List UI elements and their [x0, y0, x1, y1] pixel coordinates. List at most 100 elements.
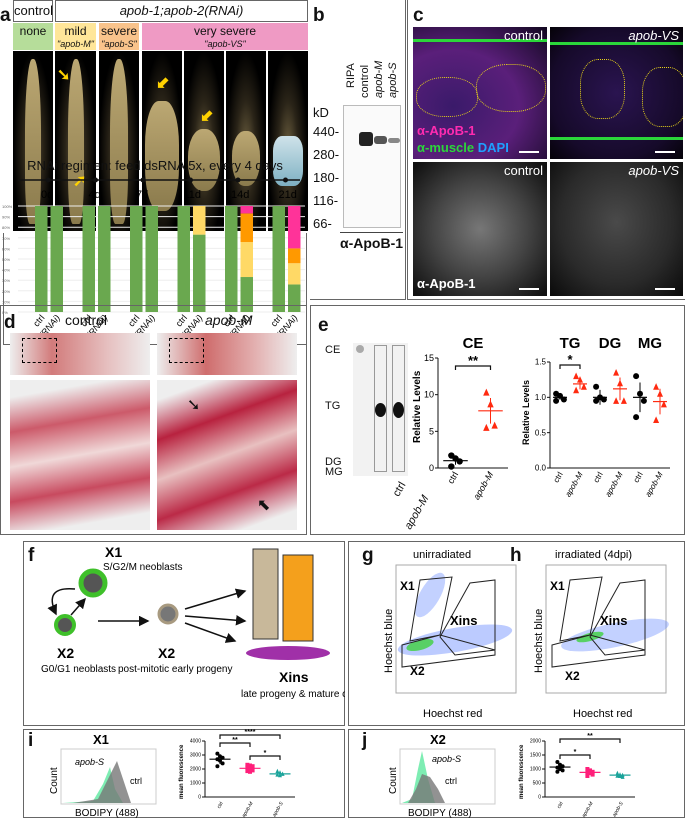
mature-cell-icon [246, 646, 330, 660]
flow-xlabel: Hoechst red [573, 708, 632, 720]
data-point [633, 414, 640, 421]
ctrl-curve [73, 761, 131, 803]
chart-title: DG [599, 335, 622, 352]
y-tick-label: 1000 [190, 781, 201, 787]
day-label: 7d [136, 189, 148, 201]
micro-bottom-apob-vs: apob-VS [550, 162, 683, 296]
arrow-icon: ➘ [187, 397, 201, 414]
panel-a-chart-frame [3, 233, 307, 345]
panel-label-g: g [362, 545, 374, 566]
blot-band [374, 136, 387, 144]
micro-top-apob-vs: apob-VS [550, 27, 683, 159]
tlc-band-label: TG [325, 400, 341, 412]
scale-bar [655, 288, 675, 290]
significance-bracket [219, 734, 281, 739]
data-point [633, 373, 640, 380]
y-tick-label: 80% [2, 225, 10, 230]
hist-title: X2 [430, 732, 446, 747]
y-tick-label: 15 [424, 353, 434, 363]
data-point [640, 397, 647, 404]
x-tick-label: ctrl [632, 470, 645, 484]
data-point [248, 763, 252, 768]
worm-photo-very-severe-4 [268, 51, 308, 231]
d-label-control: control [65, 312, 108, 328]
stain-label: α-ApoB-1 [417, 123, 476, 138]
x-tick-label: apob-M [471, 470, 495, 502]
flow-xlabel: Hoechst red [423, 708, 482, 720]
timeline-dot [93, 177, 98, 183]
bar-segment-none [272, 206, 285, 312]
panel-label-e: e [318, 315, 329, 336]
micro-label: control [503, 28, 543, 43]
x-tick-label: ctrl [592, 470, 605, 484]
x1-sub: S/G2/M neoblasts [103, 562, 182, 573]
bar-segment-none [35, 206, 48, 312]
data-point [215, 751, 220, 756]
flow-plot-unirradiated: unirradiated X1 Xins X2 Hoechst red Hoec… [383, 549, 517, 720]
western-blot [343, 105, 401, 228]
data-point [491, 421, 498, 429]
x-tick-label: apob-S [271, 800, 285, 818]
kd-markers: 440-280-180-116-66- [313, 120, 339, 235]
category-label: mild [64, 24, 87, 38]
data-point [245, 765, 250, 770]
data-point [483, 423, 490, 431]
arrow-icon: ⬉ [257, 497, 271, 514]
gate-label: X1 [550, 579, 565, 593]
significance-label: * [574, 749, 577, 756]
data-point [593, 397, 600, 404]
y-tick-label: 0% [2, 310, 8, 315]
data-point [555, 769, 560, 774]
histology-zoom-apob-m: ➘⬉ [157, 380, 297, 530]
kd-marker: 66- [313, 216, 332, 231]
category-none: none [13, 23, 53, 50]
mature-cell-icon [252, 548, 279, 640]
y-tick-label: 0 [429, 463, 434, 473]
x2-sub: G0/G1 neoblasts [41, 664, 116, 675]
y-axis-label: Relative Levels [521, 380, 531, 445]
x-tick-label: apob-M [643, 470, 665, 498]
gate-label: X2 [565, 669, 580, 683]
x-tick-label: apob-S [611, 800, 625, 818]
panel-label-a: a [0, 5, 11, 26]
y-tick-label: 1500 [530, 753, 541, 759]
tlc-band-label: CE [325, 344, 341, 356]
data-point [613, 369, 620, 376]
data-point [593, 383, 600, 390]
significance-bracket [249, 755, 281, 760]
micro-label: apob-VS [628, 28, 679, 43]
stain-label: DAPI [477, 140, 509, 155]
day-label: 11d [184, 189, 202, 201]
data-point [248, 769, 252, 774]
y-axis-label: Relative Levels [412, 370, 423, 443]
arrow-icon [184, 588, 247, 610]
significance-bracket [559, 364, 581, 369]
histogram-x2: X2 apob-S ctrl BODIPY (488) Count [388, 732, 496, 818]
chart-title: TG [560, 335, 581, 352]
significance-label: * [264, 750, 267, 757]
data-point [620, 774, 625, 779]
apob-s-label: apob-S [75, 757, 104, 767]
bar-segment-none [145, 206, 158, 312]
y-tick-label: 10% [2, 299, 10, 304]
tlc-band-label: DG [325, 456, 342, 468]
ctrl-label: ctrl [130, 776, 142, 786]
ctrl-curve [408, 774, 445, 803]
data-point [573, 386, 580, 394]
xins-label: Xins [279, 669, 309, 685]
worm-photo-very-severe-3 [226, 51, 266, 231]
mature-cell-icon [282, 554, 314, 642]
data-point [555, 760, 560, 764]
flow-ylabel: Hoechst blue [383, 609, 395, 673]
y-tick-label: 30% [2, 278, 10, 283]
significance-label: * [567, 352, 573, 367]
category-label: none [19, 24, 47, 38]
y-tick-label: 4000 [190, 739, 201, 745]
micro-label: control [503, 163, 543, 178]
stain-label: α-ApoB-1 [417, 276, 476, 291]
scale-bar [655, 151, 675, 153]
data-point [580, 383, 587, 390]
data-point [620, 397, 627, 404]
